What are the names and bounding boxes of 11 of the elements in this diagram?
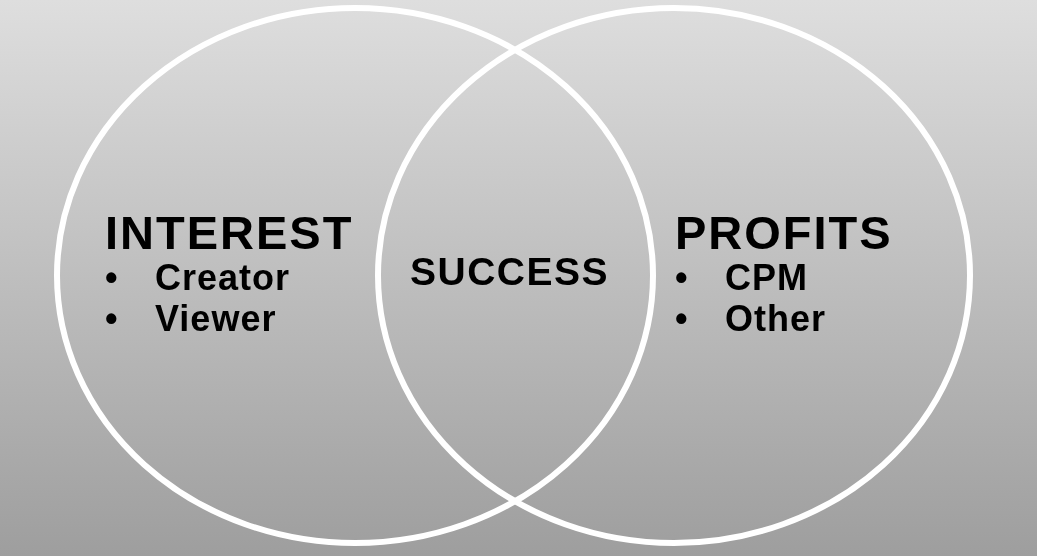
- bullet-marker: •: [675, 258, 689, 298]
- set-heading: INTEREST: [105, 208, 354, 258]
- bullet-marker: •: [105, 299, 119, 339]
- bullet-item: Creator: [155, 258, 291, 298]
- overlap-label: SUCCESS: [410, 250, 610, 294]
- bullet-item: Viewer: [155, 299, 277, 339]
- set-heading: PROFITS: [675, 208, 893, 258]
- bullet-marker: •: [105, 258, 119, 298]
- bullet-item: CPM: [725, 258, 808, 298]
- bullet-item: Other: [725, 299, 826, 339]
- bullet-marker: •: [675, 299, 689, 339]
